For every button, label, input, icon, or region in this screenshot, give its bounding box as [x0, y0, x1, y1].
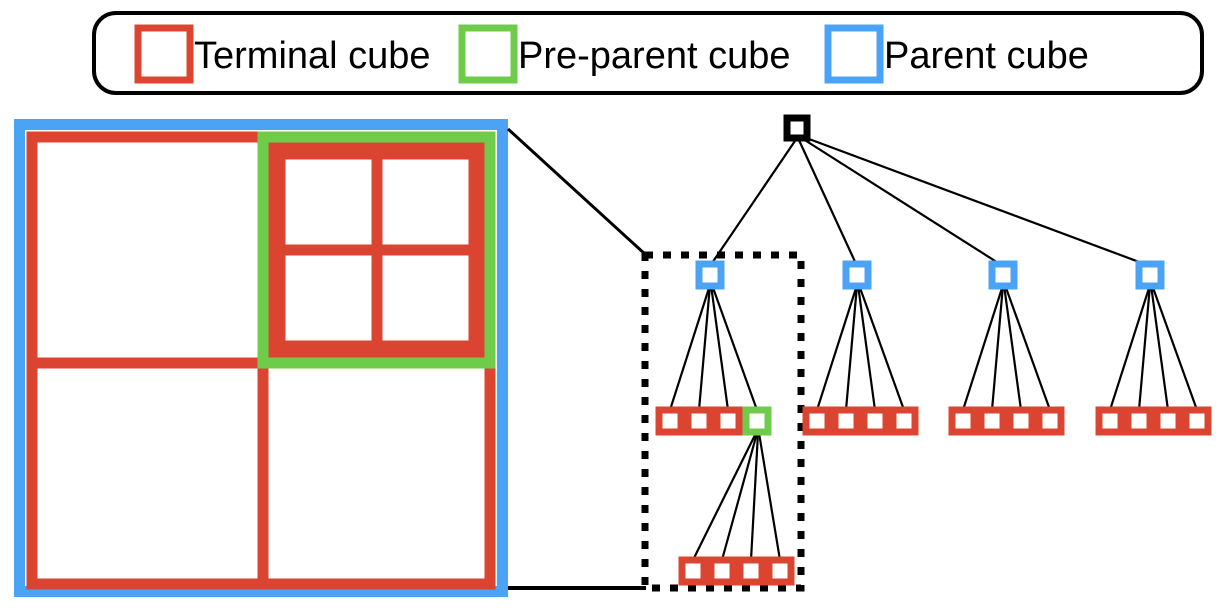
tree-node-terminal-3-4[interactable] — [1035, 406, 1065, 436]
cube-quadrant-bottom-right-terminal — [257, 357, 496, 590]
tree-edges — [668, 134, 1199, 561]
tree-node-pre-parent-1-4[interactable] — [742, 406, 772, 436]
edge-preparent-to-leaf-2 — [720, 432, 759, 561]
edge-root-to-parent-4 — [800, 134, 1151, 268]
connector-top-diagonal — [506, 127, 648, 257]
cube-quadrant-top-left-terminal — [26, 131, 269, 369]
cube-subchild-terminal-top-right — [371, 148, 480, 256]
tree-node-parent-2[interactable] — [842, 260, 872, 290]
terminal-cube-swatch — [134, 24, 194, 84]
legend-item-terminal: Terminal cube — [134, 24, 431, 84]
edge-parent1-to-leaf-2 — [697, 284, 712, 411]
edge-parent2-to-leaf-1 — [815, 284, 859, 411]
refined-cube-diagram — [14, 119, 508, 597]
edge-root-to-parent-2 — [797, 137, 858, 267]
legend-label-pre-parent: Pre-parent cube — [518, 35, 791, 77]
tree-node-terminal-3-1[interactable] — [948, 406, 978, 436]
edge-parent3-to-leaf-4 — [1003, 284, 1052, 411]
tree-node-parent-1[interactable] — [695, 260, 725, 290]
edge-parent1-to-leaf-3 — [709, 284, 730, 411]
legend-label-terminal: Terminal cube — [194, 35, 431, 77]
tree-nodes — [655, 114, 1212, 586]
tree-node-root[interactable] — [783, 114, 811, 142]
tree-node-parent-3[interactable] — [988, 260, 1018, 290]
edge-root-to-parent-3 — [799, 136, 1004, 267]
edge-parent1-to-leaf-1 — [668, 284, 712, 411]
tree-node-terminal-1-3[interactable] — [713, 406, 743, 436]
subtree-highlight-box — [641, 251, 805, 592]
cube-subchild-terminal-top-left — [274, 148, 383, 256]
edge-parent3-to-leaf-2 — [990, 284, 1005, 411]
edge-parent3-to-leaf-1 — [961, 284, 1005, 411]
tree-node-terminal-1-2[interactable] — [684, 406, 714, 436]
tree-node-terminal-3-2[interactable] — [977, 406, 1007, 436]
edge-parent4-to-leaf-3 — [1149, 284, 1170, 411]
tree-node-terminal-2-4[interactable] — [889, 406, 919, 436]
edge-parent1-to-leaf-4 — [710, 284, 759, 411]
tree-node-terminal-sub-4[interactable] — [765, 556, 795, 586]
edge-preparent-to-leaf-4 — [757, 432, 782, 561]
cube-to-tree-connectors — [506, 127, 648, 590]
tree-node-terminal-4-3[interactable] — [1153, 406, 1183, 436]
edge-parent4-to-leaf-4 — [1150, 284, 1199, 411]
edge-parent4-to-leaf-2 — [1137, 284, 1152, 411]
edge-parent4-to-leaf-1 — [1108, 284, 1152, 411]
tree-node-terminal-3-3[interactable] — [1006, 406, 1036, 436]
cube-subchild-terminal-bottom-left — [274, 244, 383, 352]
cube-quadrant-bottom-left-terminal — [26, 357, 269, 590]
legend-item-pre-parent: Pre-parent cube — [458, 24, 791, 84]
legend: Terminal cube Pre-parent cube Parent cub… — [92, 11, 1204, 95]
legend-border — [92, 11, 1204, 95]
edge-parent2-to-leaf-4 — [857, 284, 906, 411]
edge-parent3-to-leaf-3 — [1002, 284, 1023, 411]
tree-node-terminal-4-2[interactable] — [1124, 406, 1154, 436]
edge-parent2-to-leaf-3 — [856, 284, 877, 411]
tree-node-terminal-2-1[interactable] — [802, 406, 832, 436]
legend-item-parent: Parent cube — [824, 24, 1089, 84]
tree-node-terminal-sub-2[interactable] — [707, 556, 737, 586]
tree-node-parent-4[interactable] — [1135, 260, 1165, 290]
cube-subchild-terminal-bottom-right — [371, 244, 480, 352]
tree-node-terminal-1-1[interactable] — [655, 406, 685, 436]
edge-preparent-to-leaf-1 — [692, 432, 757, 561]
tree-node-terminal-2-3[interactable] — [860, 406, 890, 436]
edge-parent2-to-leaf-2 — [844, 284, 859, 411]
tree-node-terminal-4-1[interactable] — [1095, 406, 1125, 436]
tree-node-terminal-sub-3[interactable] — [736, 556, 766, 586]
edge-preparent-to-leaf-3 — [749, 432, 760, 561]
pre-parent-cube-swatch — [458, 24, 518, 84]
tree-node-terminal-2-2[interactable] — [831, 406, 861, 436]
legend-label-parent: Parent cube — [884, 35, 1089, 77]
tree-node-terminal-4-4[interactable] — [1182, 406, 1212, 436]
tree-node-terminal-sub-1[interactable] — [678, 556, 708, 586]
parent-cube-swatch — [824, 24, 884, 84]
edge-root-to-parent-1 — [709, 137, 798, 267]
